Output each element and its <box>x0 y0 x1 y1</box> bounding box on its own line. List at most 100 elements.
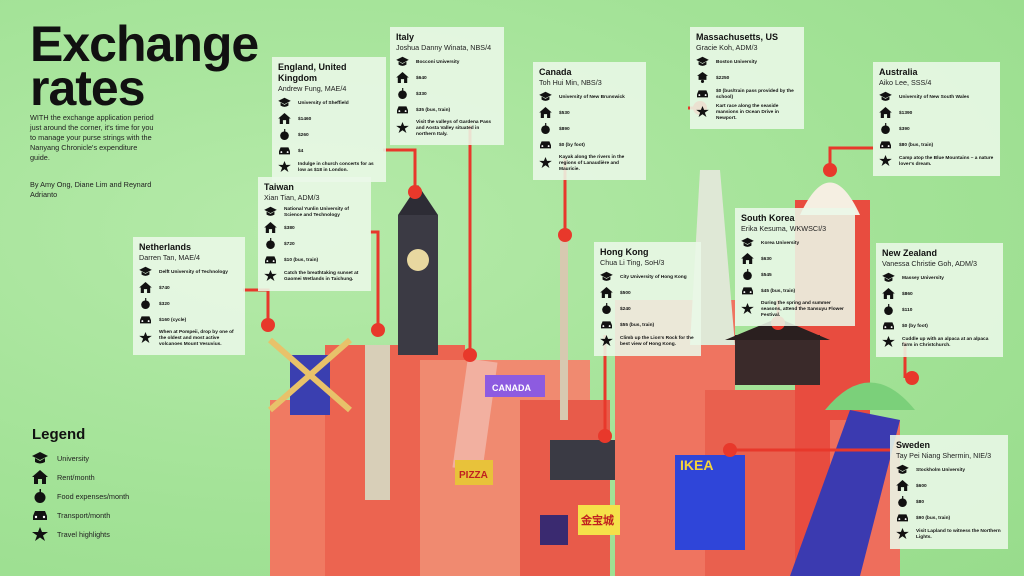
windmill-icon <box>268 337 352 415</box>
food-icon <box>139 298 159 312</box>
card-country: Netherlands <box>139 242 192 252</box>
card-item-food: $260 <box>278 129 380 143</box>
card-country: Massachusetts, US <box>696 32 779 42</box>
card-item-university: Delft University of Technology <box>139 266 239 280</box>
card-item-university: Bocconi University <box>396 56 498 70</box>
card-item-text: Massey University <box>902 276 944 281</box>
card-item-text: $740 <box>159 286 170 291</box>
food-icon <box>539 123 559 137</box>
university-icon <box>396 56 416 70</box>
transport-icon <box>879 139 899 153</box>
card-item-text: $390 <box>899 127 910 132</box>
card-item-university: University of New Brunswick <box>539 91 640 105</box>
rent-icon <box>139 282 159 296</box>
transport-icon <box>32 508 57 524</box>
card-item-text: Visit the valleys of Gardena Pass and Ao… <box>416 120 492 137</box>
card-item-food: $545 <box>741 269 849 283</box>
card-item-text: $500 <box>620 291 631 296</box>
card-item-highlight: During the spring and summer seasons, at… <box>741 301 849 319</box>
food-icon <box>396 88 416 102</box>
card-item-text: $35 (bus, train) <box>416 108 451 113</box>
highlight-icon <box>600 335 620 349</box>
taipei-101-icon <box>365 345 390 500</box>
card-student: Toh Hui Min, NBS/3 <box>539 78 602 87</box>
card-item-food: $330 <box>396 88 498 102</box>
transport-icon <box>741 285 761 299</box>
card-item-text: $45 (bus, train) <box>761 289 796 294</box>
card-item-university: Massey University <box>882 272 997 286</box>
food-icon <box>896 496 916 510</box>
card-item-food: $720 <box>264 238 365 252</box>
rent-icon <box>264 222 284 236</box>
hobbit-house-icon <box>825 382 915 410</box>
transport-icon <box>264 254 284 268</box>
card-item-text: Kayak along the rivers in the regions of… <box>559 155 625 172</box>
title-line-1: Exchange <box>30 16 259 72</box>
university-icon <box>278 97 298 111</box>
rent-icon <box>32 469 57 486</box>
card-item-rent: $500 <box>600 287 695 301</box>
card-item-text: $890 <box>559 127 570 132</box>
card-item-rent-food: $2250 <box>696 72 798 86</box>
card-item-food: $240 <box>600 303 695 317</box>
card-item-text: Kart race along the seaside mansions in … <box>716 104 779 121</box>
canada-sign-text: CANADA <box>492 383 531 393</box>
card-item-rent: $530 <box>539 107 640 121</box>
card-item-text: Catch the breathtaking sunset at Gaomei … <box>284 271 359 282</box>
card-country: Canada <box>539 67 572 77</box>
card-student: Vanessa Christie Goh, ADM/3 <box>882 259 977 268</box>
intro-text: WITH the exchange application period jus… <box>30 113 154 162</box>
rent-icon <box>278 113 298 127</box>
card-item-text: Stockholm University <box>916 468 966 473</box>
card-item-transport: $45 (bus, train) <box>741 285 849 299</box>
food-icon <box>264 238 284 252</box>
transport-icon <box>139 314 159 328</box>
rent-icon <box>741 253 761 267</box>
card-item-highlight: Camp atop the Blue Mountains – a nature … <box>879 155 994 169</box>
transport-icon <box>396 104 416 118</box>
card-student: Chua Li Ting, SoH/3 <box>600 258 665 267</box>
food-icon <box>882 304 902 318</box>
tram-icon <box>550 440 615 480</box>
card-item-text: $530 <box>559 111 570 116</box>
card-item-food: $80 <box>896 496 1002 510</box>
card-item-text: University of New Brunswick <box>559 95 625 100</box>
card-item-university: University of Sheffield <box>278 97 380 111</box>
cn-tower-icon <box>560 240 568 420</box>
legend-item-rent: Rent/month <box>32 468 129 487</box>
card-item-university: Korea University <box>741 237 849 251</box>
highlight-icon <box>264 270 284 284</box>
card-item-text: $0 (by foot) <box>902 324 928 329</box>
card-item-text: $110 <box>902 308 913 313</box>
university-icon <box>741 237 761 251</box>
legend-item-transport: Transport/month <box>32 506 129 525</box>
transport-icon <box>696 88 716 102</box>
food-icon <box>879 123 899 137</box>
card-item-university: Boston University <box>696 56 798 70</box>
card-student: Xian Tian, ADM/3 <box>264 193 320 202</box>
highlight-icon <box>879 155 899 169</box>
highlight-icon <box>396 122 416 136</box>
card-item-rent: $1390 <box>879 107 994 121</box>
rent-icon <box>879 107 899 121</box>
card-country: England, United Kingdom <box>278 62 347 83</box>
card-item-text: When at Pompeii, drop by one of the olde… <box>159 330 234 347</box>
canada-sign-icon: CANADA <box>485 375 545 397</box>
card-item-text: $330 <box>416 92 427 97</box>
card-item-rent: $860 <box>882 288 997 302</box>
university-icon <box>600 271 620 285</box>
card-item-highlight: Indulge in church concerts for as low as… <box>278 161 380 175</box>
card-item-text: $80 <box>916 500 925 505</box>
card-item-university: Stockholm University <box>896 464 1002 478</box>
page-title: Exchange rates <box>30 16 259 113</box>
card-item-transport: $10 (bus, train) <box>264 254 365 268</box>
pagoda-icon <box>725 318 830 385</box>
card-item-rent: $380 <box>264 222 365 236</box>
ikea-store-icon: IKEA <box>675 455 745 550</box>
card-item-text: $720 <box>284 242 295 247</box>
highlight-icon <box>741 303 761 317</box>
